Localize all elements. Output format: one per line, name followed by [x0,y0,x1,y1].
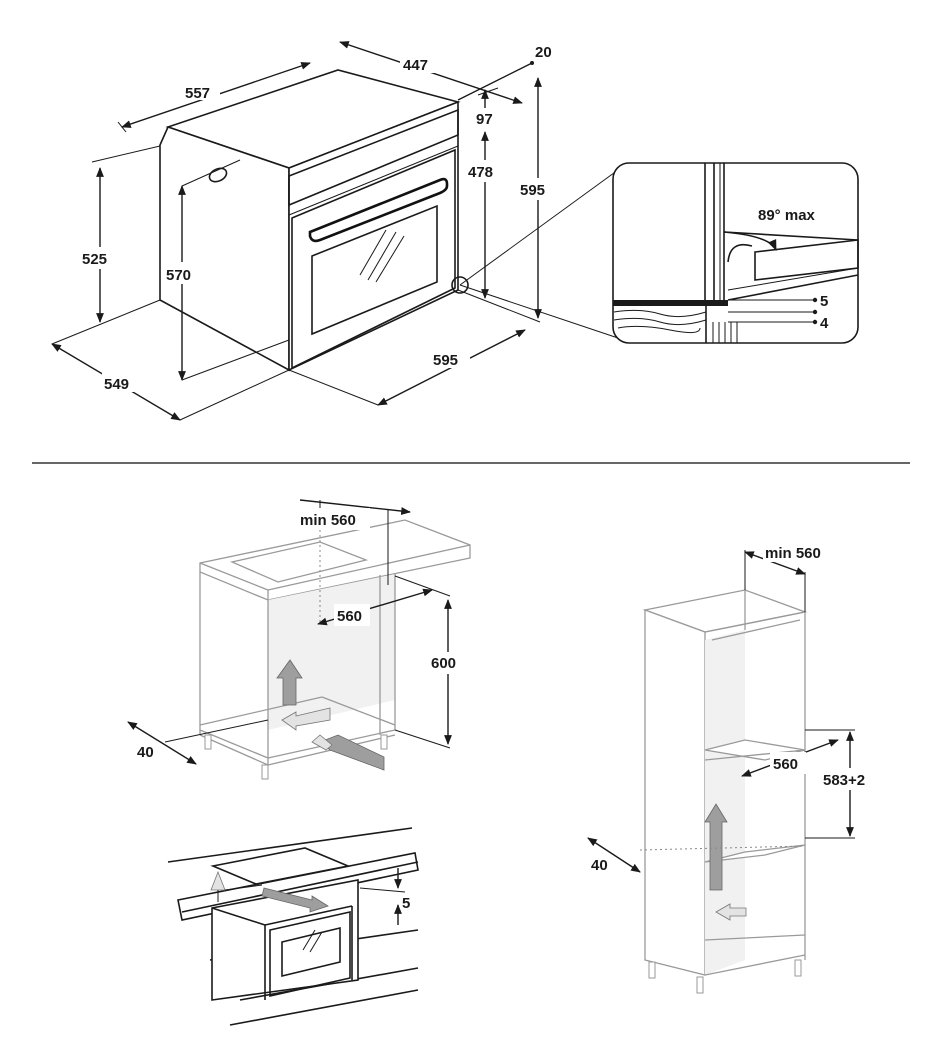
dim-549: 549 [104,376,129,393]
tall-up-arrow [704,803,728,891]
angle-label: 89° max [758,207,816,224]
detail-marker [451,276,469,294]
dim-595-vertical: 595 [520,182,545,199]
tall-inner-width-label: 560 [773,756,798,773]
uc-height-label: 600 [431,655,456,672]
detail-callout: 89° max 5 4 [612,162,859,344]
tall-cabinet-dimensions: min 560 560 583+2 [741,542,880,839]
under-counter-cabinet [199,500,471,780]
airflow-up-arrow [276,659,303,706]
control-panel [288,108,459,207]
airflow-in-arrow [281,707,331,731]
door-window [311,204,438,336]
oven-drawing [159,69,619,372]
dim-20: 20 [535,44,552,61]
dim-595-bottom: 595 [433,352,458,369]
side-vent [208,167,228,183]
dim-447: 447 [403,57,428,74]
oven-door [291,148,456,370]
gap-4-label: 4 [820,315,829,332]
dim-525: 525 [82,251,107,268]
countertop-up-arrow [210,870,226,891]
dim-570: 570 [166,267,191,284]
door-handle [308,177,449,243]
uc-depth-label: 40 [137,744,154,761]
countertop-section: 5 [167,827,419,1026]
tall-min-width-label: min 560 [765,545,821,562]
tall-cabinet: 40 [587,589,808,994]
tall-height-label: 583+2 [823,772,865,789]
uc-min-width-label: min 560 [300,512,356,529]
countertop-airflow-arrow [261,887,329,913]
tall-depth-label: 40 [591,857,608,874]
dim-557: 557 [185,85,210,102]
gap-5-label: 5 [820,293,828,310]
oven-side-face [159,126,290,372]
countertop-gap-label: 5 [402,895,410,912]
uc-inner-width-label: 560 [337,608,362,625]
tall-in-arrow [715,903,747,921]
dim-478: 478 [468,164,493,181]
oven-dimensions: 557 447 20 97 478 595 525 570 [51,41,554,421]
dim-97: 97 [476,111,493,128]
airflow-floor-arrow [319,734,385,771]
under-counter-dimensions: min 560 560 600 40 [127,499,464,765]
